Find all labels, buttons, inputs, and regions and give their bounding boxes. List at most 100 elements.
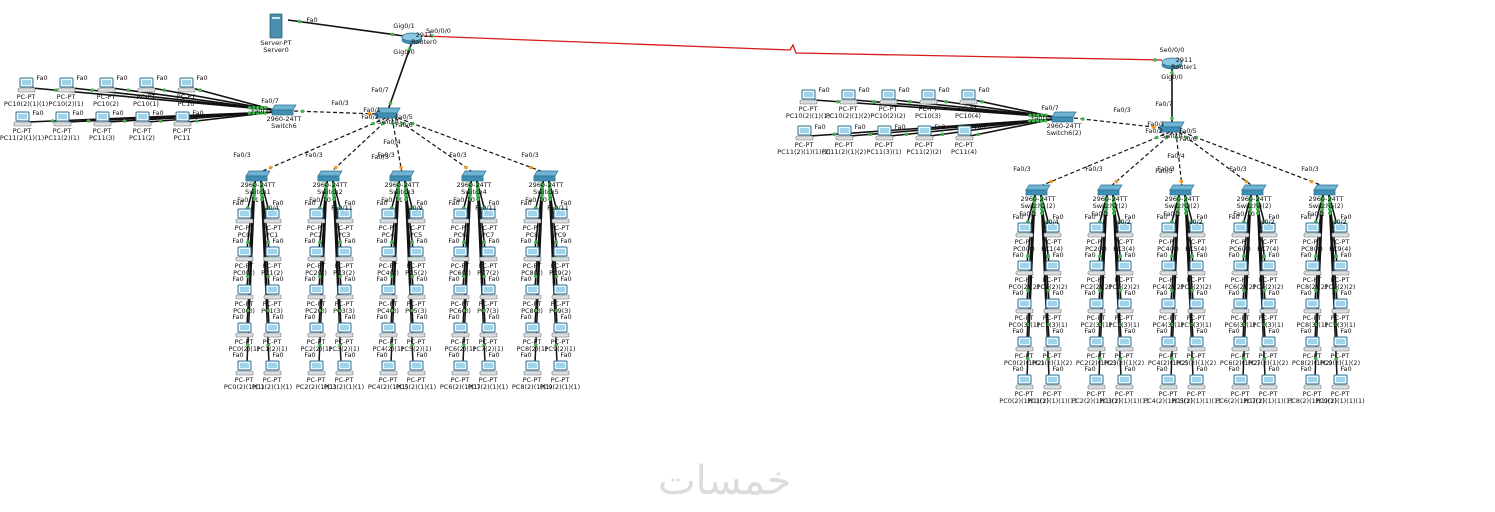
pc-icon[interactable] <box>53 111 72 127</box>
pc-icon[interactable] <box>307 208 326 224</box>
pc-icon[interactable] <box>335 208 354 224</box>
pc-icon[interactable] <box>235 284 254 300</box>
pc-icon[interactable] <box>235 322 254 338</box>
pc-icon[interactable] <box>879 89 898 105</box>
pc-icon[interactable] <box>551 246 570 262</box>
pc-icon[interactable] <box>407 360 426 376</box>
pc-icon[interactable] <box>479 284 498 300</box>
pc-icon[interactable] <box>1303 222 1322 238</box>
pc-icon[interactable] <box>523 246 542 262</box>
pc-icon[interactable] <box>1159 260 1178 276</box>
switch-icon[interactable] <box>1051 111 1077 123</box>
switch-icon[interactable] <box>461 170 487 182</box>
pc-icon[interactable] <box>1115 298 1134 314</box>
pc-icon[interactable] <box>263 360 282 376</box>
pc-icon[interactable] <box>1087 374 1106 390</box>
pc-icon[interactable] <box>1015 298 1034 314</box>
pc-icon[interactable] <box>1187 374 1206 390</box>
pc-icon[interactable] <box>479 322 498 338</box>
pc-icon[interactable] <box>479 208 498 224</box>
pc-icon[interactable] <box>1331 298 1350 314</box>
pc-icon[interactable] <box>1087 336 1106 352</box>
pc-icon[interactable] <box>235 360 254 376</box>
pc-icon[interactable] <box>1087 222 1106 238</box>
pc-icon[interactable] <box>551 360 570 376</box>
pc-icon[interactable] <box>307 360 326 376</box>
server-icon[interactable] <box>269 13 283 39</box>
pc-icon[interactable] <box>451 322 470 338</box>
pc-icon[interactable] <box>1115 336 1134 352</box>
pc-icon[interactable] <box>335 246 354 262</box>
pc-icon[interactable] <box>1187 222 1206 238</box>
pc-icon[interactable] <box>379 208 398 224</box>
pc-icon[interactable] <box>1259 298 1278 314</box>
pc-icon[interactable] <box>307 322 326 338</box>
pc-icon[interactable] <box>177 77 196 93</box>
pc-icon[interactable] <box>795 125 814 141</box>
pc-icon[interactable] <box>1087 298 1106 314</box>
pc-icon[interactable] <box>57 77 76 93</box>
pc-icon[interactable] <box>1187 336 1206 352</box>
pc-icon[interactable] <box>307 284 326 300</box>
pc-icon[interactable] <box>17 77 36 93</box>
pc-icon[interactable] <box>1187 298 1206 314</box>
pc-icon[interactable] <box>1303 374 1322 390</box>
pc-icon[interactable] <box>1159 222 1178 238</box>
pc-icon[interactable] <box>1259 222 1278 238</box>
pc-icon[interactable] <box>407 284 426 300</box>
pc-icon[interactable] <box>335 322 354 338</box>
pc-icon[interactable] <box>97 77 116 93</box>
switch-icon[interactable] <box>1313 184 1339 196</box>
pc-icon[interactable] <box>523 322 542 338</box>
pc-icon[interactable] <box>379 246 398 262</box>
router-icon[interactable] <box>1161 57 1183 70</box>
pc-icon[interactable] <box>479 246 498 262</box>
pc-icon[interactable] <box>335 360 354 376</box>
switch-icon[interactable] <box>1159 121 1185 133</box>
router-icon[interactable] <box>401 32 423 45</box>
pc-icon[interactable] <box>133 111 152 127</box>
pc-icon[interactable] <box>1331 374 1350 390</box>
pc-icon[interactable] <box>1115 260 1134 276</box>
pc-icon[interactable] <box>875 125 894 141</box>
pc-icon[interactable] <box>137 77 156 93</box>
pc-icon[interactable] <box>523 208 542 224</box>
switch-icon[interactable] <box>375 107 401 119</box>
pc-icon[interactable] <box>1043 298 1062 314</box>
pc-icon[interactable] <box>407 246 426 262</box>
pc-icon[interactable] <box>1115 222 1134 238</box>
pc-icon[interactable] <box>1159 374 1178 390</box>
pc-icon[interactable] <box>1303 298 1322 314</box>
pc-icon[interactable] <box>407 208 426 224</box>
pc-icon[interactable] <box>1115 374 1134 390</box>
pc-icon[interactable] <box>1231 298 1250 314</box>
pc-icon[interactable] <box>523 284 542 300</box>
pc-icon[interactable] <box>1331 222 1350 238</box>
pc-icon[interactable] <box>1043 336 1062 352</box>
pc-icon[interactable] <box>235 246 254 262</box>
pc-icon[interactable] <box>1087 260 1106 276</box>
pc-icon[interactable] <box>1231 222 1250 238</box>
pc-icon[interactable] <box>307 246 326 262</box>
pc-icon[interactable] <box>479 360 498 376</box>
pc-icon[interactable] <box>1015 260 1034 276</box>
pc-icon[interactable] <box>1043 260 1062 276</box>
switch-icon[interactable] <box>389 170 415 182</box>
pc-icon[interactable] <box>451 246 470 262</box>
switch-icon[interactable] <box>533 170 559 182</box>
pc-icon[interactable] <box>173 111 192 127</box>
pc-icon[interactable] <box>1015 336 1034 352</box>
pc-icon[interactable] <box>1159 336 1178 352</box>
pc-icon[interactable] <box>1159 298 1178 314</box>
pc-icon[interactable] <box>379 360 398 376</box>
pc-icon[interactable] <box>839 89 858 105</box>
switch-icon[interactable] <box>245 170 271 182</box>
pc-icon[interactable] <box>955 125 974 141</box>
pc-icon[interactable] <box>799 89 818 105</box>
pc-icon[interactable] <box>407 322 426 338</box>
pc-icon[interactable] <box>451 208 470 224</box>
pc-icon[interactable] <box>13 111 32 127</box>
pc-icon[interactable] <box>1231 260 1250 276</box>
pc-icon[interactable] <box>1259 374 1278 390</box>
pc-icon[interactable] <box>451 360 470 376</box>
